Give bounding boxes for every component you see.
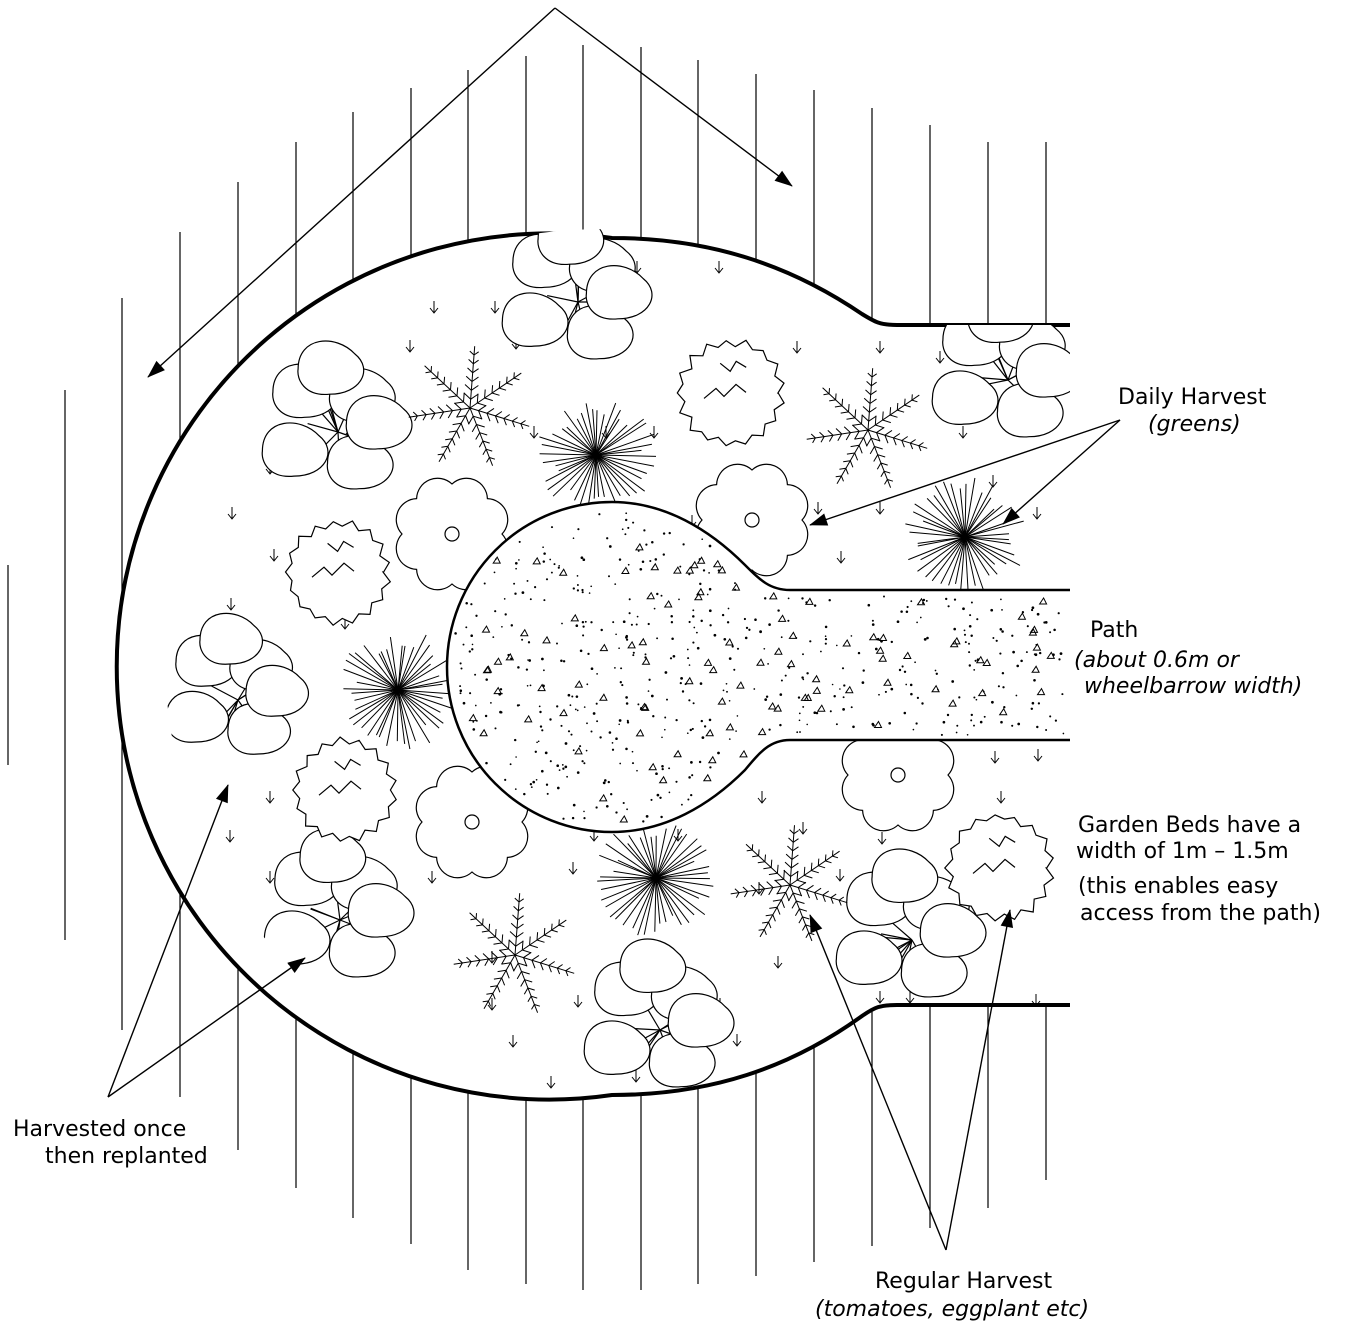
gravel-path [445,500,1070,834]
lettuce-plant-icon [165,612,310,755]
arrow-down-marker [226,598,236,611]
svg-text:Regular Harvest: Regular Harvest [875,1269,1052,1294]
arrow-down-marker [875,341,885,354]
cabbage-plant-icon [943,814,1055,922]
fern-plant-icon [453,893,575,1013]
cabbage-plant-icon [676,339,785,447]
arrow-down-marker [508,1035,518,1048]
svg-text:(greens): (greens) [1148,412,1241,437]
arrow-down-marker [227,507,237,520]
svg-text:(about 0.6m or: (about 0.6m or [1074,648,1241,673]
arrow-down-marker [573,995,583,1008]
svg-text:width of 1m – 1.5m: width of 1m – 1.5m [1076,839,1289,864]
svg-text:(this enables easy: (this enables easy [1078,874,1278,899]
label-daily-harvest: Daily Harvest (greens) [1118,385,1267,437]
flower-plant-icon [395,477,509,591]
lettuce-plant-icon [261,340,413,490]
arrow-down-marker [836,551,846,564]
arrow-down-marker [905,991,915,1004]
arrow-down-marker [996,791,1006,804]
arrow-down-marker [798,822,808,835]
arrow-down-marker [1033,749,1043,762]
lettuce-plant-icon [263,828,415,978]
label-path: Path (about 0.6m or wheelbarrow width) [1074,618,1302,699]
svg-text:access from the path): access from the path) [1080,901,1321,926]
arrow-down-marker [269,549,279,562]
fern-plant-icon [806,368,928,488]
arrow-down-marker [877,832,887,845]
fern-plant-icon [730,825,848,942]
arrow-down-marker [835,869,845,882]
label-regular-harvest: Regular Harvest (tomatoes, eggplant etc) [815,1269,1089,1322]
arrow-down-marker [875,502,885,515]
arrow-down-marker [757,791,767,804]
svg-text:Harvested once: Harvested once [13,1117,186,1142]
arrow-down-marker [529,426,539,439]
arrow-down-marker [487,998,497,1011]
arrow-down-marker [714,261,724,274]
svg-text:(tomatoes, eggplant etc): (tomatoes, eggplant etc) [815,1297,1089,1322]
cabbage-plant-icon [292,736,397,842]
arrow-down-marker [429,301,439,314]
arrow-down-marker [427,871,437,884]
grass-tuft-icon [539,402,657,517]
arrow-down-marker [990,751,1000,764]
label-garden-beds: Garden Beds have a width of 1m – 1.5m (t… [1076,813,1321,926]
leader-arrows [107,419,1121,1251]
direction-arrows [147,7,793,378]
arrow-down-marker [405,340,415,353]
label-harvested-once: Harvested once then replanted [13,1117,208,1169]
arrow-down-marker [649,426,659,439]
arrow-down-marker [1032,507,1042,520]
grass-tuft-icon [343,634,458,750]
arrow-down-marker [958,426,968,439]
svg-text:Garden Beds have a: Garden Beds have a [1078,813,1301,838]
arrow-down-marker [631,1070,641,1083]
arrow-down-marker [792,341,802,354]
arrow-down-marker [875,991,885,1004]
arrow-down-marker [225,830,235,843]
arrow-down-marker [732,1034,742,1047]
arrow-down-marker [546,1076,556,1089]
lettuce-plant-icon [583,938,735,1088]
arrow-down-marker [265,871,275,884]
lettuce-plant-icon [501,229,653,360]
fern-plant-icon [408,346,530,466]
svg-text:Daily Harvest: Daily Harvest [1118,385,1267,410]
svg-text:then replanted: then replanted [45,1144,208,1169]
arrow-down-marker [773,956,783,969]
svg-text:wheelbarrow width): wheelbarrow width) [1084,674,1302,699]
cabbage-plant-icon [284,520,392,627]
lettuce-plant-icon [835,848,987,998]
arrow-down-marker [265,791,275,804]
grass-tuft-icon [597,825,714,936]
arrow-down-marker [568,862,578,875]
arrow-down-marker [935,351,945,364]
flower-plant-icon [415,765,529,879]
svg-text:Path: Path [1090,618,1138,643]
arrow-down-marker [490,301,500,314]
